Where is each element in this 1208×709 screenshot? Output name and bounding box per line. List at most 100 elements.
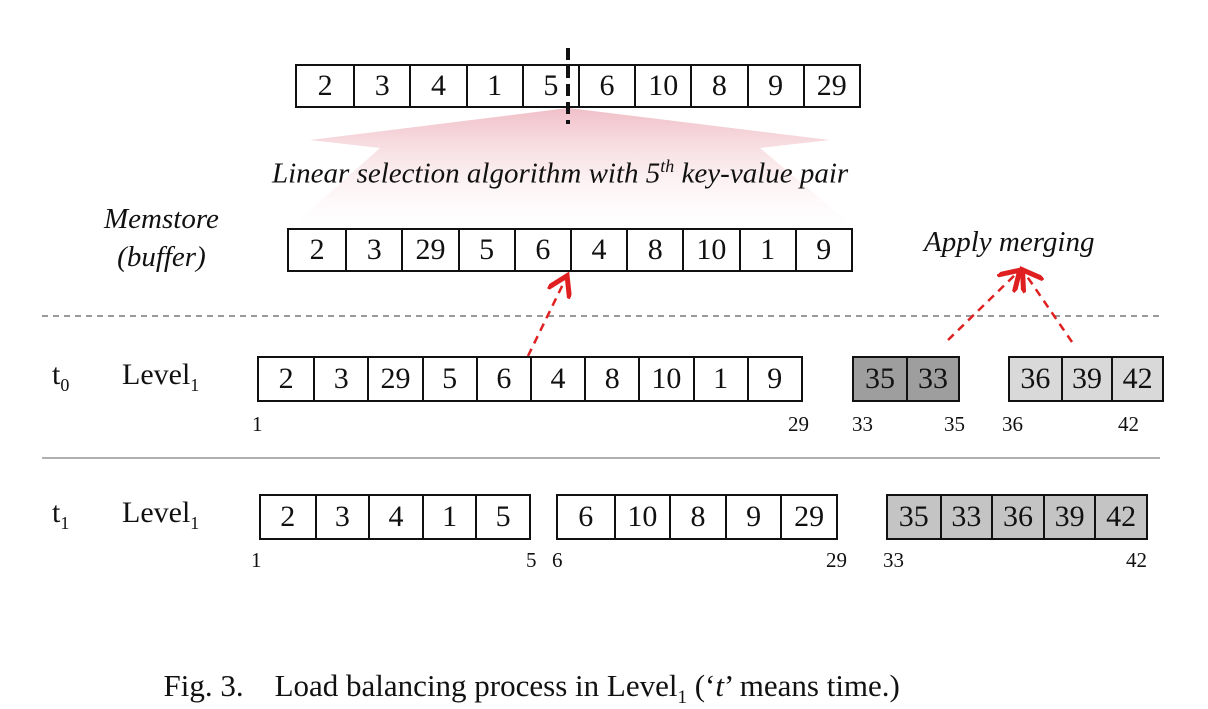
figure-caption: Fig. 3. Load balancing process in Level1… <box>148 632 900 709</box>
algorithm-label-tail: key-value pair <box>674 157 849 190</box>
array-cell: 8 <box>626 230 682 270</box>
array-cell: 5 <box>475 496 529 538</box>
array-cell: 39 <box>1042 496 1095 538</box>
array-cell: 35 <box>898 500 929 533</box>
t0-level-label: Level1 <box>122 358 199 396</box>
t1-left-range-max: 5 <box>526 548 537 572</box>
array-cell: 29 <box>802 66 859 106</box>
array-cell: 4 <box>368 496 422 538</box>
array-cell: 8 <box>669 496 725 538</box>
array-cell: 3 <box>345 230 401 270</box>
array-cell: 10 <box>613 496 670 538</box>
array-cell: 29 <box>367 358 421 400</box>
caption-tail-1: (‘ <box>686 668 716 703</box>
array-cell: 10 <box>638 358 692 400</box>
t0-light-range-max: 42 <box>1118 412 1139 436</box>
array-cell: 1 <box>738 230 795 270</box>
t0-time-sub: 0 <box>60 375 70 395</box>
t1-mid-range-min: 6 <box>552 548 563 572</box>
t1-right-range-min: 33 <box>883 548 904 572</box>
t0-level: Level <box>122 358 191 391</box>
caption-t: t <box>715 668 724 703</box>
memstore-label: Memstore (buffer) <box>104 200 219 276</box>
selection-fan <box>290 108 855 228</box>
arrow-merge-left <box>947 272 1018 341</box>
t1-level: Level <box>122 496 191 529</box>
array-cell: 6 <box>513 230 570 270</box>
caption-sub: 1 <box>677 687 687 709</box>
array-cell: 3 <box>353 66 409 106</box>
t0-time: t <box>52 358 61 391</box>
t0-light-range-min: 36 <box>1002 412 1023 436</box>
caption-tail-2: ’ means time.) <box>723 668 900 703</box>
array-cell: 4 <box>409 66 465 106</box>
array-cell: 5 <box>521 66 578 106</box>
array-cell: 1 <box>421 496 476 538</box>
arrow-merge-right <box>1024 272 1074 343</box>
array-cell: 29 <box>780 496 836 538</box>
t1-right-range-max: 42 <box>1126 548 1147 572</box>
array-cell: 42 <box>1094 496 1146 538</box>
array-cell: 2 <box>278 362 294 395</box>
t1-left-range-min: 1 <box>251 548 262 572</box>
t0-level-sub: 1 <box>190 375 200 395</box>
array-cell: 2 <box>309 233 325 266</box>
memstore-label-line1: Memstore <box>104 203 219 235</box>
algorithm-label: Linear selection algorithm with 5th key-… <box>272 156 848 191</box>
array-cell: 9 <box>724 496 781 538</box>
array-cell: 36 <box>1020 362 1051 395</box>
array-cell: 36 <box>991 496 1043 538</box>
array-cell: 29 <box>401 230 457 270</box>
array-cell: 1 <box>465 66 522 106</box>
array-cell: 2 <box>317 69 333 102</box>
arrow-to-memstore <box>526 278 566 357</box>
t1-time: t <box>52 496 61 529</box>
t1-time-sub: 1 <box>60 513 70 533</box>
memstore-label-line2: (buffer) <box>117 241 206 273</box>
array-cell: 4 <box>569 230 626 270</box>
t0-dark-range-max: 35 <box>944 412 965 436</box>
caption-text: Fig. 3. Load balancing process in Level <box>163 668 678 703</box>
array-cell: 33 <box>939 496 992 538</box>
array-cell: 3 <box>314 496 369 538</box>
array-cell: 42 <box>1111 358 1162 400</box>
array-cell: 10 <box>682 230 738 270</box>
array-cell: 3 <box>313 358 367 400</box>
array-cell: 9 <box>746 66 803 106</box>
array-cell: 8 <box>584 358 638 400</box>
apply-merging-label: Apply merging <box>924 226 1095 258</box>
t1-level-sub: 1 <box>190 513 200 533</box>
array-cell: 39 <box>1060 358 1112 400</box>
array-cell: 5 <box>421 358 476 400</box>
t1-mid-range-max: 29 <box>826 548 847 572</box>
array-cell: 5 <box>457 230 514 270</box>
t0-dark-array: 35 33 <box>852 356 960 402</box>
array-cell: 9 <box>746 358 801 400</box>
array-cell: 6 <box>578 500 594 533</box>
array-cell: 9 <box>794 230 851 270</box>
t1-level-label: Level1 <box>122 496 199 534</box>
array-cell: 10 <box>634 66 690 106</box>
array-cell: 6 <box>577 66 634 106</box>
array-cell: 35 <box>865 362 895 395</box>
array-cell: 8 <box>690 66 746 106</box>
t0-dark-range-min: 33 <box>852 412 873 436</box>
algorithm-label-sup: th <box>660 156 675 176</box>
t0-time-label: t0 <box>52 358 69 396</box>
array-cell: 1 <box>692 358 747 400</box>
t1-time-label: t1 <box>52 496 69 534</box>
array-cell: 4 <box>529 358 584 400</box>
array-cell: 33 <box>906 358 958 400</box>
algorithm-label-text: Linear selection algorithm with 5 <box>272 157 661 190</box>
t0-main-range-max: 29 <box>788 412 809 436</box>
t0-main-range-min: 1 <box>252 412 263 436</box>
array-cell: 6 <box>475 358 530 400</box>
